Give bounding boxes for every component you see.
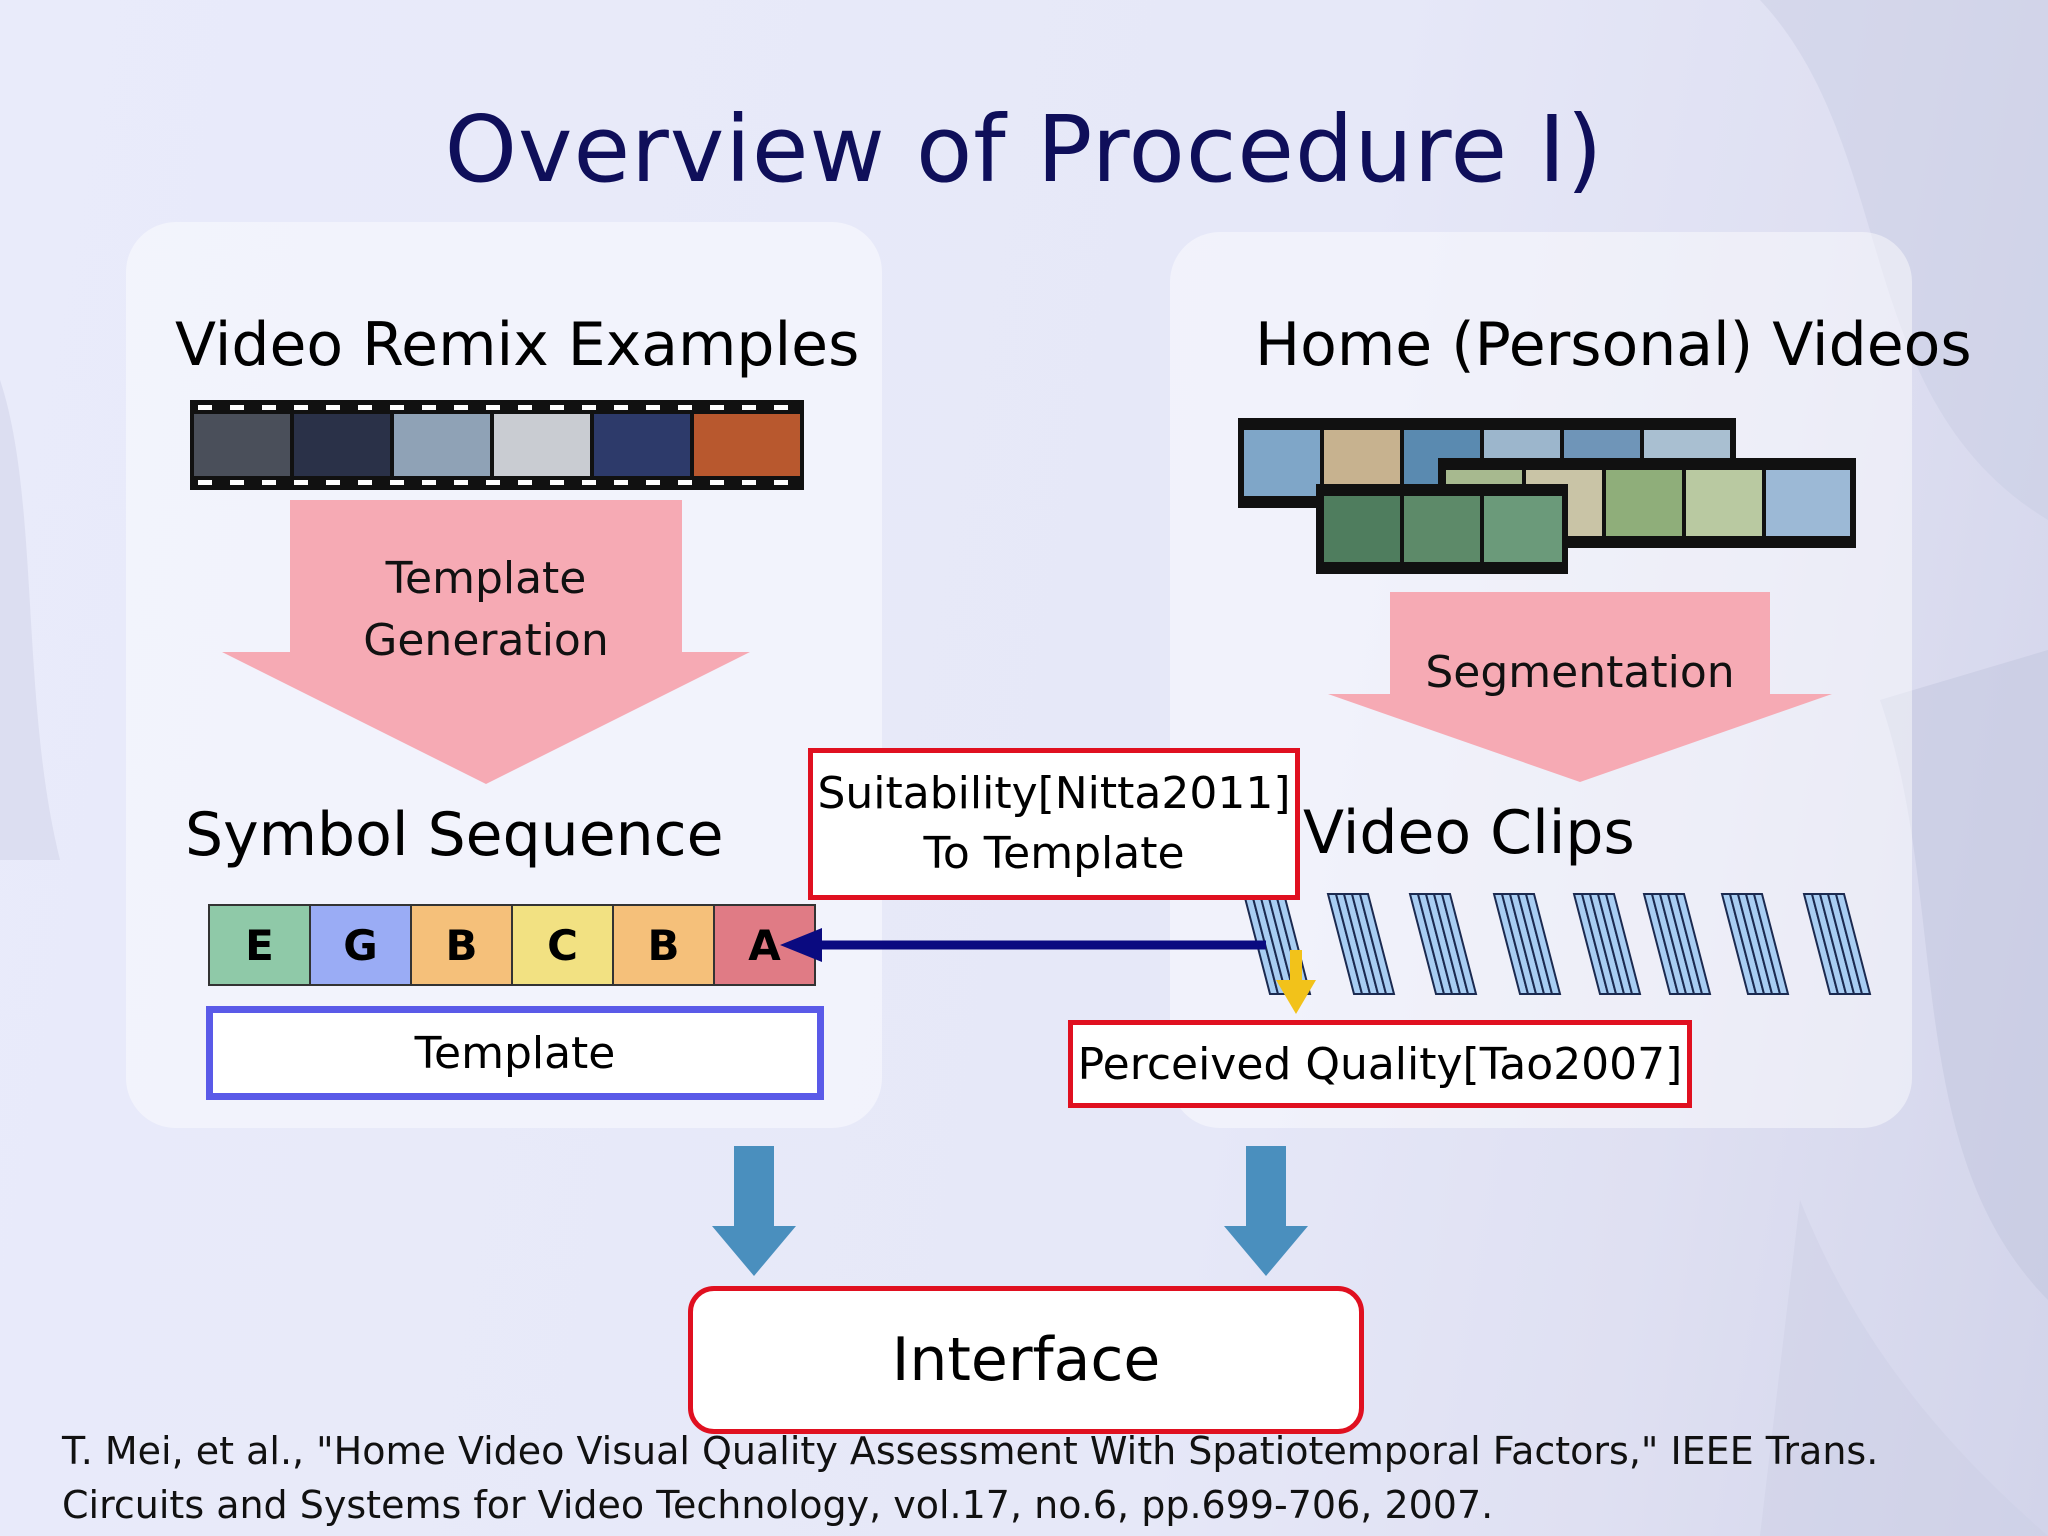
template-label: Template <box>414 1027 616 1079</box>
video-remix-heading: Video Remix Examples <box>175 310 860 380</box>
interface-box: Interface <box>688 1286 1364 1434</box>
home-video-film-strips <box>1238 418 1856 574</box>
symbol-sequence: E G B C B A <box>208 904 816 986</box>
citation-line2: Circuits and Systems for Video Technolog… <box>62 1483 1494 1527</box>
suitability-line1: Suitability[Nitta2011] <box>817 768 1291 819</box>
template-generation-line2: Generation <box>363 615 609 666</box>
symbol-cell: B <box>412 906 513 984</box>
template-generation-arrow <box>222 500 750 784</box>
template-generation-label: Template Generation <box>322 548 650 672</box>
symbol-letter: B <box>445 920 478 970</box>
suitability-box: Suitability[Nitta2011] To Template <box>808 748 1300 900</box>
symbol-cell: G <box>311 906 412 984</box>
symbol-cell: B <box>614 906 715 984</box>
symbol-letter: G <box>343 920 378 970</box>
home-videos-heading: Home (Personal) Videos <box>1255 310 1972 380</box>
segmentation-arrow <box>1328 592 1832 782</box>
video-clip-stacks <box>1243 893 1871 995</box>
remix-film-strip <box>190 400 804 490</box>
match-arrow <box>780 928 1266 962</box>
symbol-cell: A <box>715 906 814 984</box>
symbol-cell: C <box>513 906 614 984</box>
template-box: Template <box>206 1006 824 1100</box>
suitability-line2: To Template <box>923 828 1185 879</box>
slide-title: Overview of Procedure I) <box>444 96 1604 203</box>
symbol-letter: C <box>547 920 578 970</box>
perceived-quality-box: Perceived Quality[Tao2007] <box>1068 1020 1692 1108</box>
symbol-letter: B <box>647 920 680 970</box>
symbol-cell: E <box>210 906 311 984</box>
segmentation-label: Segmentation <box>1425 647 1735 698</box>
interface-label: Interface <box>891 1325 1161 1395</box>
citation: T. Mei, et al., "Home Video Visual Quali… <box>62 1424 1878 1532</box>
symbol-sequence-heading: Symbol Sequence <box>185 800 724 870</box>
right-down-arrow <box>1224 1146 1308 1276</box>
video-clips-heading: Video Clips <box>1303 798 1635 868</box>
template-generation-line1: Template <box>385 553 587 604</box>
perceived-quality-label: Perceived Quality[Tao2007] <box>1077 1038 1683 1090</box>
symbol-letter: E <box>245 920 274 970</box>
symbol-letter: A <box>748 920 781 970</box>
left-down-arrow <box>712 1146 796 1276</box>
quality-down-arrow <box>1276 950 1316 1014</box>
citation-line1: T. Mei, et al., "Home Video Visual Quali… <box>62 1429 1879 1473</box>
